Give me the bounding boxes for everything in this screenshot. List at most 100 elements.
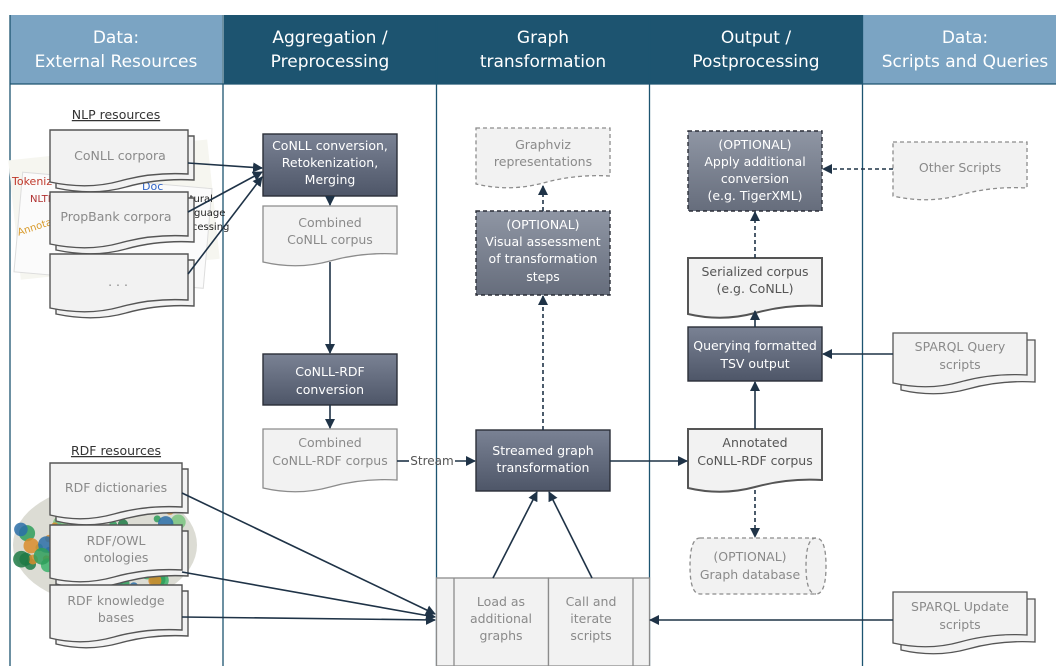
apply-conversion-line3: conversion	[721, 171, 789, 186]
sparql-update-line1: SPARQL Update	[911, 599, 1009, 614]
conll-rdf-conversion-line1: CoNLL-RDF	[295, 364, 364, 379]
stream-label: Stream	[410, 454, 453, 468]
header-output-line2: Postprocessing	[692, 52, 819, 72]
header-external-resources	[10, 15, 222, 84]
visual-assessment-line4: steps	[526, 269, 560, 284]
sparql-query-line1: SPARQL Query	[915, 339, 1006, 354]
rdf-node-dot	[13, 550, 30, 568]
rdf-node-dot	[33, 547, 51, 565]
arrow-dict-to-load	[181, 492, 436, 615]
querying-line2: TSV output	[719, 356, 789, 371]
annotated-corpus-doc: Annotated CoNLL-RDF corpus	[687, 428, 823, 493]
conll-conversion-line1: CoNLL conversion,	[272, 138, 388, 153]
rdf-node-dot	[14, 522, 28, 537]
ellipsis-doc: . . .	[49, 253, 195, 319]
conll-conversion-line3: Merging	[305, 172, 356, 187]
rdf-kb-label-1: RDF knowledge	[67, 593, 165, 608]
call-scripts-line1: Call and	[566, 594, 617, 609]
collage-word-doc: Doc	[142, 180, 163, 193]
apply-conversion-process: (OPTIONAL) Apply additional conversion (…	[687, 130, 823, 212]
arrow-call-to-streamed	[548, 491, 593, 579]
header-aggregation	[224, 15, 436, 84]
streamed-line2: transformation	[497, 460, 590, 475]
combined-conll-rdf-line1: Combined	[298, 435, 362, 450]
load-graphs-line1: Load as	[477, 594, 525, 609]
arrow-owl-to-load	[181, 571, 436, 621]
call-scripts-line3: scripts	[570, 628, 611, 643]
propbank-corpora-doc: PropBank corpora	[49, 191, 195, 255]
rdf-owl-doc: RDF/OWL ontologies	[49, 524, 189, 589]
conll-conversion-process: CoNLL conversion, Retokenization, Mergin…	[262, 133, 398, 197]
header-external-line2: External Resources	[35, 52, 198, 72]
header-aggregation-line1: Aggregation /	[272, 28, 387, 48]
header-scripts-line2: Scripts and Queries	[882, 52, 1049, 72]
graphviz-doc: Graphviz representations	[475, 127, 611, 189]
header-aggregation-line2: Preprocessing	[271, 52, 390, 72]
header-output	[650, 15, 862, 84]
rdf-owl-label-1: RDF/OWL	[87, 533, 146, 548]
arrow-conll-to-conversion	[187, 162, 263, 173]
conll-conversion-line2: Retokenization,	[282, 155, 378, 170]
call-scripts-subprocess: Call and iterate scripts	[547, 577, 651, 666]
conll-rdf-conversion-line2: conversion	[296, 382, 364, 397]
load-graphs-subprocess: Load as additional graphs	[435, 577, 550, 666]
load-graphs-line2: additional	[470, 611, 532, 626]
sparql-update-line2: scripts	[939, 617, 980, 632]
conll-rdf-conversion-process: CoNLL-RDF conversion	[262, 353, 398, 406]
graph-db-line2: Graph database	[700, 567, 801, 582]
ellipsis-label: . . .	[108, 274, 128, 289]
column-dividers	[9, 15, 1056, 666]
graph-db-line1: (OPTIONAL)	[713, 549, 786, 564]
header-output-line1: Output /	[721, 28, 791, 48]
other-scripts-doc: Other Scripts	[892, 141, 1028, 201]
visual-assessment-line3: of transformation	[489, 251, 598, 266]
querying-line1: Queryinq formatted	[693, 338, 817, 353]
querying-process: Queryinq formatted TSV output	[687, 326, 823, 382]
serialized-corpus-doc: Serialized corpus (e.g. CoNLL)	[687, 257, 823, 319]
column-headers: Data: External Resources Aggregation / P…	[10, 15, 1056, 84]
sparql-update-doc: SPARQL Update scripts	[892, 591, 1036, 655]
header-graph-line2: transformation	[480, 52, 606, 72]
sparql-query-doc: SPARQL Query scripts	[892, 332, 1036, 395]
connectors	[181, 162, 893, 625]
combined-conll-doc: Combined CoNLL corpus	[262, 205, 398, 267]
apply-conversion-line4: (e.g. TigerXML)	[707, 188, 802, 203]
graph-database-cylinder: (OPTIONAL) Graph database	[689, 537, 827, 595]
apply-conversion-line1: (OPTIONAL)	[718, 137, 791, 152]
collage-word-language: Language	[176, 208, 225, 219]
rdf-dictionaries-label: RDF dictionaries	[65, 480, 167, 495]
header-scripts-queries	[863, 15, 1056, 84]
header-external-line1: Data:	[93, 28, 139, 48]
combined-conll-rdf-doc: Combined CoNLL-RDF corpus	[262, 428, 398, 493]
rdf-kb-doc: RDF knowledge bases	[49, 584, 189, 649]
conll-corpora-doc: CoNLL corpora	[49, 129, 195, 193]
rdf-owl-label-2: ontologies	[84, 550, 149, 565]
arrow-propbank-to-conversion	[187, 171, 263, 213]
rdf-kb-label-2: bases	[98, 610, 134, 625]
propbank-corpora-label: PropBank corpora	[60, 209, 171, 224]
streamed-line1: Streamed graph	[492, 443, 593, 458]
arrow-ellipsis-to-conversion	[187, 176, 263, 275]
combined-conll-rdf-line2: CoNLL-RDF corpus	[272, 453, 387, 468]
arrow-kb-to-load	[181, 614, 436, 625]
rdf-dictionaries-doc: RDF dictionaries	[49, 462, 189, 526]
load-graphs-line3: graphs	[479, 628, 522, 643]
visual-assessment-line1: (OPTIONAL)	[506, 217, 579, 232]
conll-corpora-label: CoNLL corpora	[74, 148, 166, 163]
collage-word-tokeniz: Tokeniz	[11, 175, 52, 188]
visual-assessment-line2: Visual assessment	[485, 234, 600, 249]
combined-conll-line1: Combined	[298, 215, 362, 230]
header-scripts-line1: Data:	[942, 28, 988, 48]
graphviz-line2: representations	[494, 154, 592, 169]
streamed-graph-process: Streamed graph transformation	[475, 429, 611, 492]
visual-assessment-process: (OPTIONAL) Visual assessment of transfor…	[475, 210, 611, 296]
apply-conversion-line2: Apply additional	[704, 154, 805, 169]
sparql-query-line2: scripts	[939, 357, 980, 372]
rdf-resources-title: RDF resources	[71, 443, 161, 458]
header-graph-line1: Graph	[517, 28, 569, 48]
graphviz-line1: Graphviz	[515, 137, 571, 152]
other-scripts-label: Other Scripts	[919, 160, 1001, 175]
arrow-load-to-streamed	[492, 491, 538, 579]
serialized-line1: Serialized corpus	[701, 264, 808, 279]
header-graph-transformation	[437, 15, 649, 84]
